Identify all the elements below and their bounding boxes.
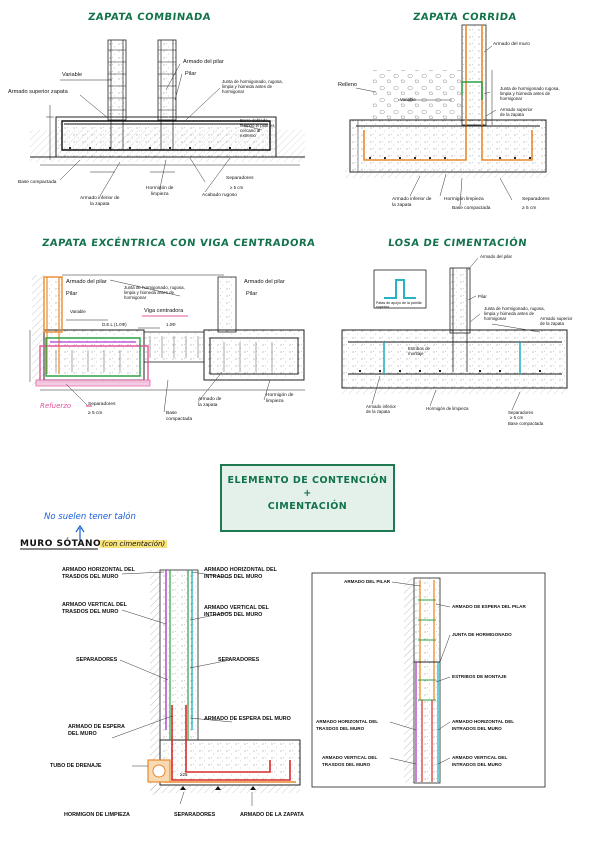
note-no-talon: No suelen tener talón [44, 512, 136, 522]
losa-armado-pilar: Armado del pilar [480, 254, 512, 259]
zco-sep-dim: ≥ 5 cm [522, 206, 537, 211]
zc-armado-inferior: Armado inferior de la zapata [80, 196, 120, 207]
losa-separadores: Separadores [508, 410, 534, 415]
losa-estribos: Estribos de montaje [408, 346, 430, 356]
ze-base-compactada: Base compactada [166, 411, 193, 422]
zco-armado-muro: Armado del muro [493, 42, 530, 47]
zco-junta: Junta de hormigonado rugosa, limpia y hú… [500, 86, 560, 101]
zc-barra-doblada: Barra doblada, cuando el pilar es cercan… [240, 118, 275, 138]
zc-hormigon-limpieza: Hormigón de limpieza [146, 186, 174, 197]
ze-hormigon-limpieza: Hormigón de limpieza [266, 393, 294, 404]
drawing-zapata-excentrica [29, 274, 305, 413]
losa-pilar: Pilar [478, 294, 487, 299]
losa-armado-inferior: Armado inferior de la zapata [366, 404, 397, 414]
con-cimentacion: (con cimentación) [100, 540, 168, 548]
ms-limpieza: HORMIGON DE LIMPIEZA [64, 812, 130, 818]
ms-armado-zapata: ARMADO DE LA ZAPATA [240, 812, 304, 818]
drawing-muro-sotano: ≥25 [111, 569, 301, 806]
drawing-pilar-muro [311, 572, 546, 788]
pm-estribos: ESTRIBOS DE MONTAJE [452, 674, 507, 679]
box-plus: + [303, 488, 312, 499]
zc-variable: Variable [62, 72, 83, 78]
zc-separadores: Separadores [226, 176, 254, 181]
losa-armado-superior: Armado superior de la zapata [540, 316, 573, 326]
ze-junta: Junta de hormigonado, rugosa, limpia y h… [124, 285, 185, 300]
pm-espera-pilar: ARMADO DE ESPERA DEL PILAR [452, 604, 526, 609]
ms-horiz-trasdos: ARMADO HORIZONTAL DEL TRASDOS DEL MURO [62, 567, 135, 580]
losa-inset: Patas de apoyo de la parrilla superior [376, 301, 422, 309]
losa-base-compactada: Base compactada [508, 421, 544, 426]
pm-vert-trasdos: ARMADO VERTICAL DEL TRASDOS DEL MURO [322, 755, 378, 767]
box-line1: ELEMENTO DE CONTENCIÓN [227, 475, 388, 486]
losa-sep-dim: ≥ 5 cm [510, 415, 524, 420]
ze-separadores: Separadores [88, 402, 116, 407]
pm-vert-intrados: ARMADO VERTICAL DEL INTRADOS DEL MURO [452, 755, 508, 767]
box-line2: CIMENTACIÓN [267, 501, 348, 512]
ze-del: D.E.L (1.0Φ) [102, 322, 127, 327]
ms-separadores-left: SEPARADORES [76, 657, 118, 663]
zc-sep-dim: ≥ 5 cm [230, 185, 244, 190]
ms-separadores-bottom: SEPARADORES [174, 812, 216, 818]
ms-espera-left: ARMADO DE ESPERA DEL MURO [68, 724, 125, 737]
ms-espera-right: ARMADO DE ESPERA DEL MURO [204, 716, 291, 722]
ze-dim: 1.0Φ [166, 322, 176, 327]
zco-armado-inferior: Armado inferior de la zapata [392, 197, 432, 208]
ms-separadores-right: SEPARADORES [218, 657, 260, 663]
zc-armado-pilar: Armado del pilar [183, 59, 224, 65]
pm-junta: JUNTA DE HORMIGONADO [452, 632, 512, 637]
svg-text:≥25: ≥25 [180, 772, 188, 777]
pm-armado-pilar: ARMADO DEL PILAR [344, 579, 391, 584]
drawing-zapata-combinada [30, 39, 305, 197]
zco-relleno: Relleno [338, 82, 357, 88]
zc-base-compactada: Base compactada [18, 180, 57, 185]
zco-armado-superior: Armado superior de la zapata [500, 107, 533, 117]
zco-separadores: Separadores [522, 197, 550, 202]
ms-vert-trasdos: ARMADO VERTICAL DEL TRASDOS DEL MURO [62, 602, 127, 615]
pm-horiz-intrados: ARMADO HORIZONTAL DEL INTRADOS DEL MURO [452, 719, 515, 731]
ms-vert-intrados: ARMADO VERTICAL DEL INTRADOS DEL MURO [204, 605, 269, 618]
ms-tubo: TUBO DE DRENAJE [50, 763, 102, 769]
ze-refuerzo: Refuerzo [40, 402, 72, 410]
pm-horiz-trasdos: ARMADO HORIZONTAL DEL TRASDOS DEL MURO [316, 719, 379, 731]
zco-variable: Variable [400, 97, 416, 102]
losa-hormigon-limpieza: Hormigón de limpieza [426, 406, 469, 411]
zc-armado-superior: Armado superior zapata [8, 89, 68, 95]
ze-pilar-right: Pilar [246, 291, 258, 297]
ze-viga: Viga centradora [144, 308, 184, 314]
zc-pilar: Pilar [185, 71, 197, 77]
muro-sotano-title: MURO SÓTANO [20, 539, 102, 549]
contencion-box: ELEMENTO DE CONTENCIÓN + CIMENTACIÓN [220, 464, 395, 532]
ze-armado-pilar-right: Armado del pilar [244, 279, 285, 285]
ms-horiz-intrados: ARMADO HORIZONTAL DEL INTRADOS DEL MURO [204, 567, 277, 580]
drawing-zapata-corrida [345, 24, 550, 207]
ze-variable: Variable [70, 309, 86, 314]
losa-junta: Junta de hormigonado, rugosa, limpia y h… [484, 306, 545, 321]
ze-sep-dim: ≥ 5 cm [88, 411, 103, 416]
arrow-up-icon [75, 524, 85, 540]
zc-acabado: Acabado rugoso [202, 193, 237, 198]
zc-junta: Junta de hormigonado, rugosa, limpia y h… [222, 79, 283, 94]
ze-pilar-left: Pilar [66, 291, 78, 297]
zco-base-compactada: Base compactada [452, 206, 491, 211]
drawing-losa [341, 257, 568, 411]
zco-hormigon-limpieza: Hormigón limpieza [444, 197, 484, 202]
ze-armado-pilar-left: Armado del pilar [66, 279, 107, 285]
ze-armado-zapata: Armado de la zapata [198, 397, 222, 408]
